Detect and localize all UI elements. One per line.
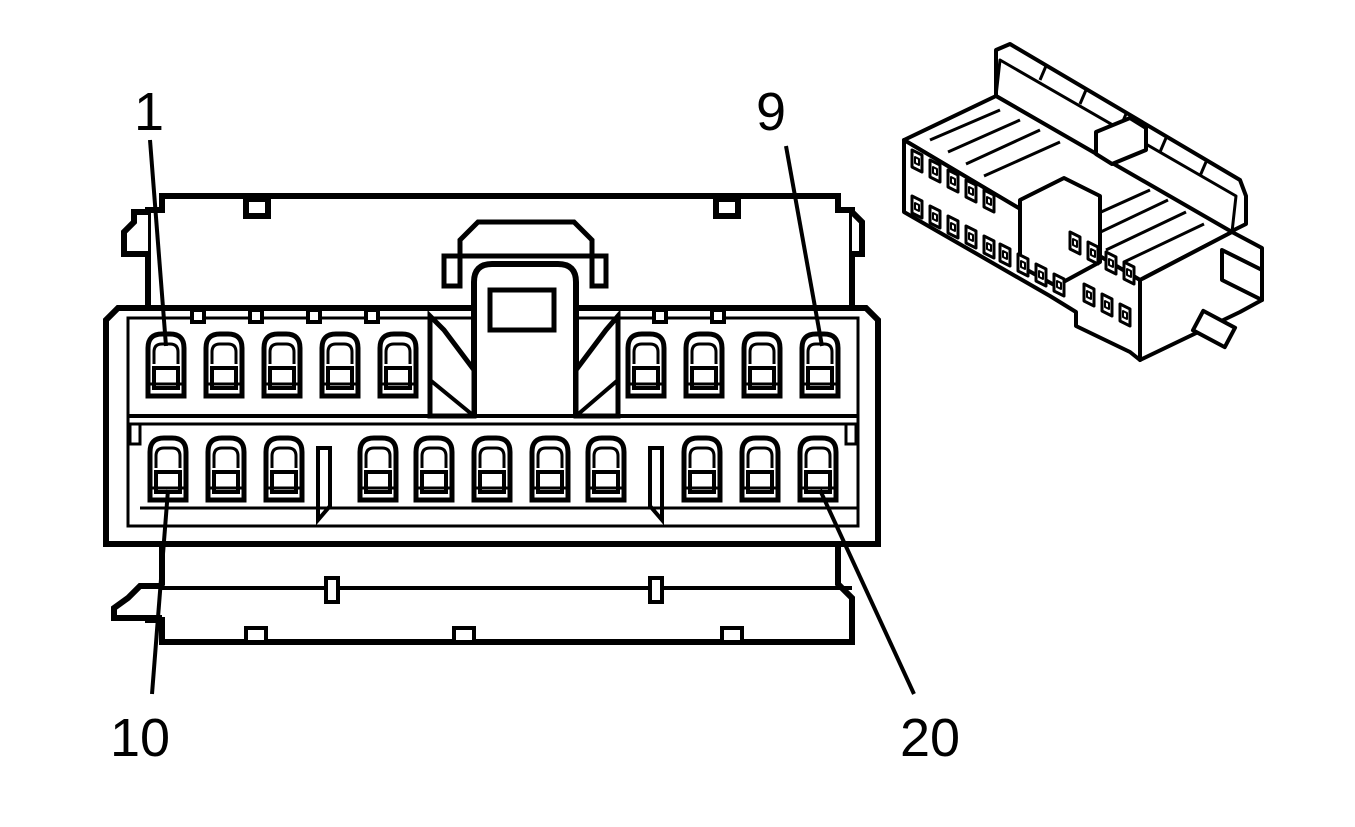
pin-label-20: 20	[900, 708, 960, 768]
iso-cavity-12	[1016, 252, 1030, 278]
iso-bottom-tab	[1190, 308, 1238, 350]
pin-label-10: 10	[110, 708, 170, 768]
bottom-foot-2	[452, 626, 476, 644]
top-rail-ticks	[190, 308, 726, 324]
bottom-foot-1	[244, 626, 268, 644]
iso-cavity-14	[1052, 272, 1066, 298]
cavity-top-7	[683, 331, 725, 399]
cavity-bottom-8	[585, 435, 627, 503]
latch-guide-right-diagonal	[574, 378, 620, 418]
iso-cavity-7	[928, 204, 942, 230]
cavity-bottom-10	[739, 435, 781, 503]
cavity-top-1	[145, 331, 187, 399]
cavity-top-8	[741, 331, 783, 399]
rail-tick-2	[248, 308, 264, 324]
iso-end-latch	[1220, 248, 1264, 302]
iso-cavity-11	[998, 242, 1012, 268]
polarization-key-left	[316, 446, 332, 526]
cavity-bottom-9	[681, 435, 723, 503]
bottom-row-cavities	[147, 435, 839, 503]
cavity-bottom-11	[797, 435, 839, 503]
cavity-bottom-1	[147, 435, 189, 503]
rail-tick-4	[364, 308, 380, 324]
cavity-top-3	[261, 331, 303, 399]
leader-line-1	[148, 139, 168, 347]
rail-tick-5	[652, 308, 668, 324]
iso-cavity-2	[928, 158, 942, 184]
connector-isometric-view	[902, 42, 1264, 362]
rail-tick-6	[710, 308, 726, 324]
iso-cavity-13	[1034, 262, 1048, 288]
side-notch-left	[128, 422, 142, 446]
rail-tick-1	[190, 308, 206, 324]
iso-cavity-4	[964, 178, 978, 204]
latch-tongue	[471, 261, 579, 416]
cavity-top-6	[625, 331, 667, 399]
cavity-bottom-6	[471, 435, 513, 503]
iso-cavity-8	[946, 214, 960, 240]
iso-cavity-18	[1122, 260, 1136, 286]
cavity-top-9	[799, 331, 841, 399]
iso-cavity-3	[946, 168, 960, 194]
iso-cavity-5	[982, 188, 996, 214]
iso-center-latch-block	[1018, 176, 1102, 288]
iso-cavity-15	[1068, 230, 1082, 256]
side-ear-top-right	[849, 209, 865, 257]
cavity-bottom-3	[263, 435, 305, 503]
iso-cavity-6	[910, 194, 924, 220]
iso-cavity-9	[964, 224, 978, 250]
polarization-key-right	[648, 446, 664, 526]
bottom-rib-2	[648, 576, 664, 604]
pin-label-1: 1	[134, 82, 164, 142]
bottom-foot-3	[720, 626, 744, 644]
leader-line-10	[150, 489, 170, 695]
cavity-top-5	[377, 331, 419, 399]
cavity-bottom-2	[205, 435, 247, 503]
cavity-top-4	[319, 331, 361, 399]
bottom-rib-1	[324, 576, 340, 604]
cavity-bottom-5	[413, 435, 455, 503]
latch-housing	[441, 219, 609, 289]
iso-cavity-19	[1082, 282, 1096, 308]
side-ear-bottom-left	[111, 583, 162, 621]
side-ear-top-left	[121, 209, 148, 257]
leader-line-9	[784, 145, 824, 347]
iso-latch-release	[1094, 116, 1148, 166]
iso-top-ribs	[929, 108, 1205, 264]
iso-cavity-21	[1118, 302, 1132, 328]
leader-line-20	[818, 489, 916, 695]
latch-guide-left-diagonal	[428, 378, 476, 418]
iso-cavities	[910, 148, 1136, 328]
cavity-top-2	[203, 331, 245, 399]
leader-lines	[148, 139, 916, 695]
connector-face-view	[103, 193, 881, 645]
top-lock-nub-right	[713, 196, 741, 219]
pin-label-9: 9	[756, 82, 786, 142]
rail-tick-3	[306, 308, 322, 324]
iso-cavity-20	[1100, 292, 1114, 318]
iso-cavity-17	[1104, 250, 1118, 276]
iso-cavity-16	[1086, 240, 1100, 266]
iso-cavity-1	[910, 148, 924, 174]
side-notch-right	[844, 422, 858, 446]
cavity-bottom-4	[357, 435, 399, 503]
top-lock-nub-left	[243, 196, 271, 219]
iso-cavity-10	[982, 234, 996, 260]
bottom-row-rail	[140, 506, 858, 528]
cavity-bottom-7	[529, 435, 571, 503]
top-row-cavities	[145, 331, 841, 399]
latch-window	[487, 287, 557, 333]
